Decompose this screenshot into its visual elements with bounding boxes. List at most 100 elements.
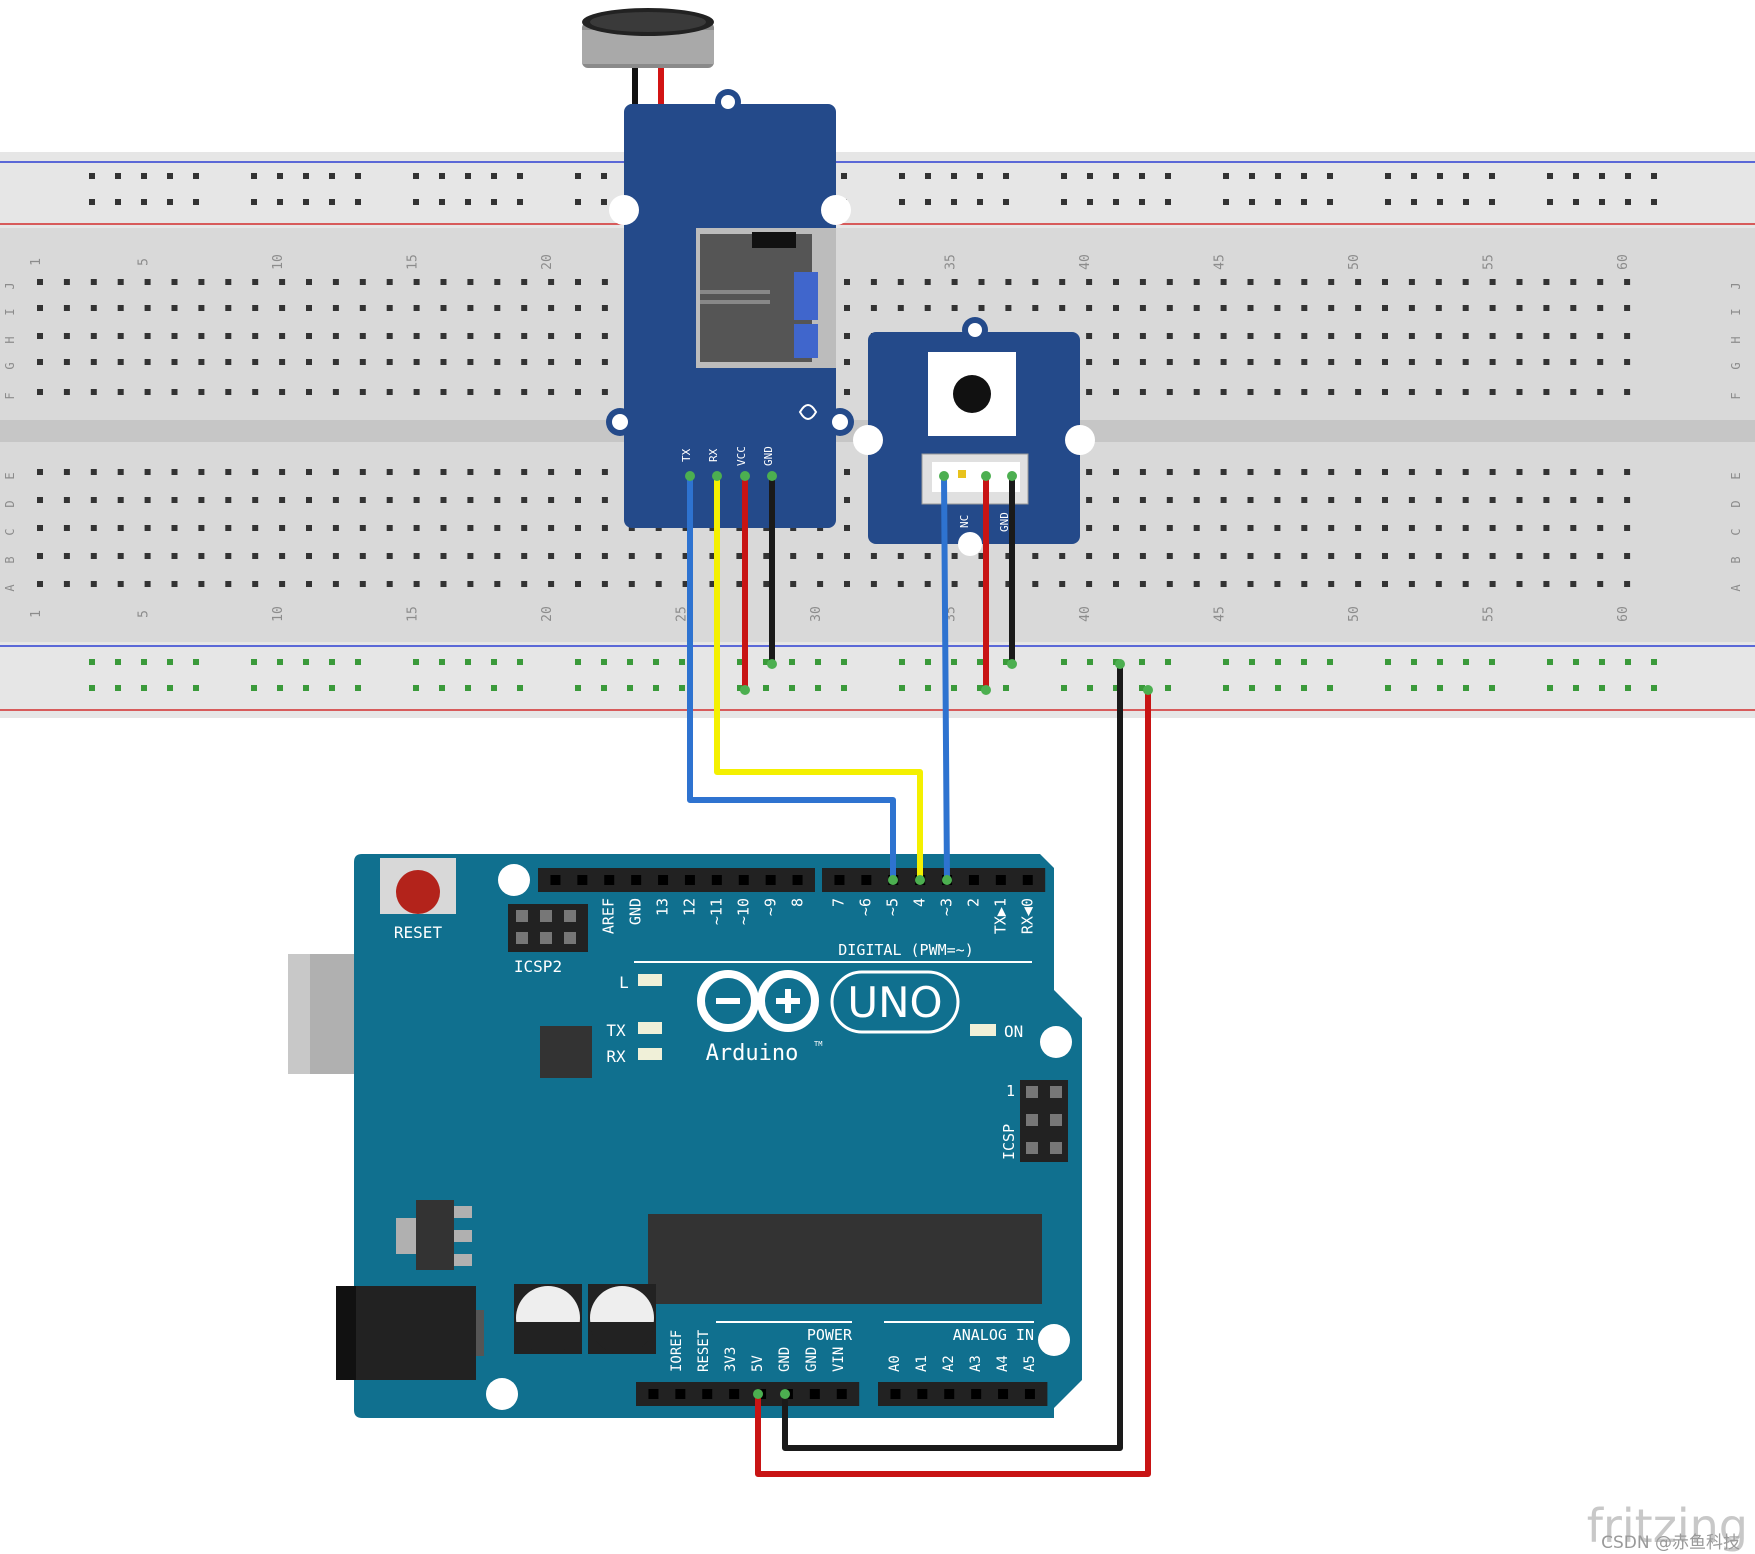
rail-hole — [1463, 659, 1469, 665]
header-pin[interactable] — [765, 875, 776, 885]
digital-pin-label: ~10 — [735, 898, 753, 925]
rail-hole — [899, 173, 905, 179]
header-pin[interactable] — [917, 1389, 928, 1399]
rail-hole — [1165, 685, 1171, 691]
header-pin[interactable] — [738, 875, 749, 885]
breadboard-hole — [1355, 581, 1362, 587]
breadboard-hole — [1005, 305, 1012, 311]
rail-hole — [1249, 173, 1255, 179]
header-pin[interactable] — [684, 875, 695, 885]
header-pin[interactable] — [631, 875, 642, 885]
breadboard-hole — [1597, 305, 1604, 311]
breadboard-hole — [1489, 469, 1496, 475]
header-pin[interactable] — [550, 875, 561, 885]
breadboard-hole — [844, 469, 850, 475]
breadboard-hole — [1328, 525, 1335, 531]
reset-button[interactable] — [396, 870, 440, 914]
header-pin[interactable] — [968, 875, 979, 885]
breadboard-hole — [1113, 389, 1119, 395]
header-pin[interactable] — [604, 875, 615, 885]
breadboard-hole — [63, 333, 70, 339]
header-pin[interactable] — [836, 1389, 847, 1399]
breadboard-hole — [1328, 333, 1335, 339]
breadboard-hole — [252, 333, 259, 339]
breadboard-hole — [1435, 359, 1442, 365]
header-pin[interactable] — [658, 875, 669, 885]
breadboard-hole — [117, 525, 124, 531]
breadboard-hole — [1516, 525, 1523, 531]
breadboard-hole — [1489, 279, 1496, 285]
breadboard-hole — [1570, 497, 1577, 503]
breadboard-hole — [1193, 553, 1200, 559]
breadboard-hole — [413, 279, 420, 285]
breadboard-hole — [1113, 581, 1119, 587]
rail-hole — [1301, 173, 1307, 179]
breadboard-hole — [117, 279, 124, 285]
breadboard-column-number: 30 — [809, 606, 824, 622]
breadboard-hole — [601, 581, 608, 587]
breadboard-column-number: 35 — [944, 254, 959, 270]
header-pin[interactable] — [648, 1389, 659, 1399]
breadboard-hole — [225, 525, 232, 531]
header-pin[interactable] — [675, 1389, 686, 1399]
breadboard-hole — [1462, 279, 1469, 285]
header-pin[interactable] — [834, 875, 845, 885]
rail-hole — [1165, 199, 1171, 205]
breadboard-hole — [682, 581, 689, 587]
header-pin[interactable] — [1022, 875, 1033, 885]
breadboard-hole — [1408, 553, 1415, 559]
breadboard-hole — [90, 333, 97, 339]
breadboard-hole — [1166, 469, 1173, 475]
breadboard-hole — [709, 581, 716, 587]
sd-pin-label-gnd: GND — [762, 446, 775, 466]
power-pin-label: 3V3 — [723, 1347, 739, 1372]
breadboard-hole — [279, 389, 286, 395]
breadboard-hole — [1516, 359, 1523, 365]
breadboard-hole — [548, 497, 555, 503]
header-pin[interactable] — [998, 1389, 1009, 1399]
header-pin[interactable] — [729, 1389, 740, 1399]
breadboard-hole — [1355, 525, 1362, 531]
breadboard-hole — [494, 359, 501, 365]
header-pin[interactable] — [995, 875, 1006, 885]
header-pin[interactable] — [861, 875, 872, 885]
led-rx — [638, 1048, 662, 1060]
breadboard-hole — [63, 469, 70, 475]
rail-hole — [277, 659, 283, 665]
rail-hole — [439, 659, 445, 665]
breadboard-row-letter: I — [3, 308, 17, 315]
header-pin[interactable] — [711, 875, 722, 885]
header-pin[interactable] — [577, 875, 588, 885]
breadboard-hole — [1220, 389, 1227, 395]
breadboard-hole — [63, 279, 70, 285]
breadboard-hole — [1462, 525, 1469, 531]
breadboard-bottom-rail — [0, 642, 1755, 718]
breadboard-hole — [1516, 389, 1523, 395]
breadboard-hole — [332, 553, 339, 559]
breadboard-hole — [1543, 469, 1550, 475]
breadboard-hole — [144, 279, 151, 285]
header-pin[interactable] — [890, 1389, 901, 1399]
breadboard-hole — [332, 389, 339, 395]
capacitors — [514, 1284, 656, 1354]
header-pin[interactable] — [702, 1389, 713, 1399]
header-pin[interactable] — [944, 1389, 955, 1399]
header-pin[interactable] — [792, 875, 803, 885]
push-button-cap — [953, 375, 991, 413]
breadboard-hole — [1113, 525, 1119, 531]
rail-hole — [465, 199, 471, 205]
breadboard-row-letter: E — [3, 472, 17, 479]
header-pin[interactable] — [809, 1389, 820, 1399]
breadboard-hole — [1193, 333, 1200, 339]
digital-pin-label: ~6 — [857, 898, 875, 916]
breadboard-hole — [978, 305, 985, 311]
breadboard-hole — [1193, 279, 1200, 285]
icsp2-header — [508, 904, 588, 952]
breadboard-hole — [1301, 333, 1308, 339]
header-pin[interactable] — [971, 1389, 982, 1399]
header-pin[interactable] — [1024, 1389, 1035, 1399]
breadboard-hole — [1543, 553, 1550, 559]
breadboard-hole — [1193, 497, 1200, 503]
breadboard-column-number: 1 — [29, 258, 44, 266]
breadboard-hole — [1597, 581, 1604, 587]
